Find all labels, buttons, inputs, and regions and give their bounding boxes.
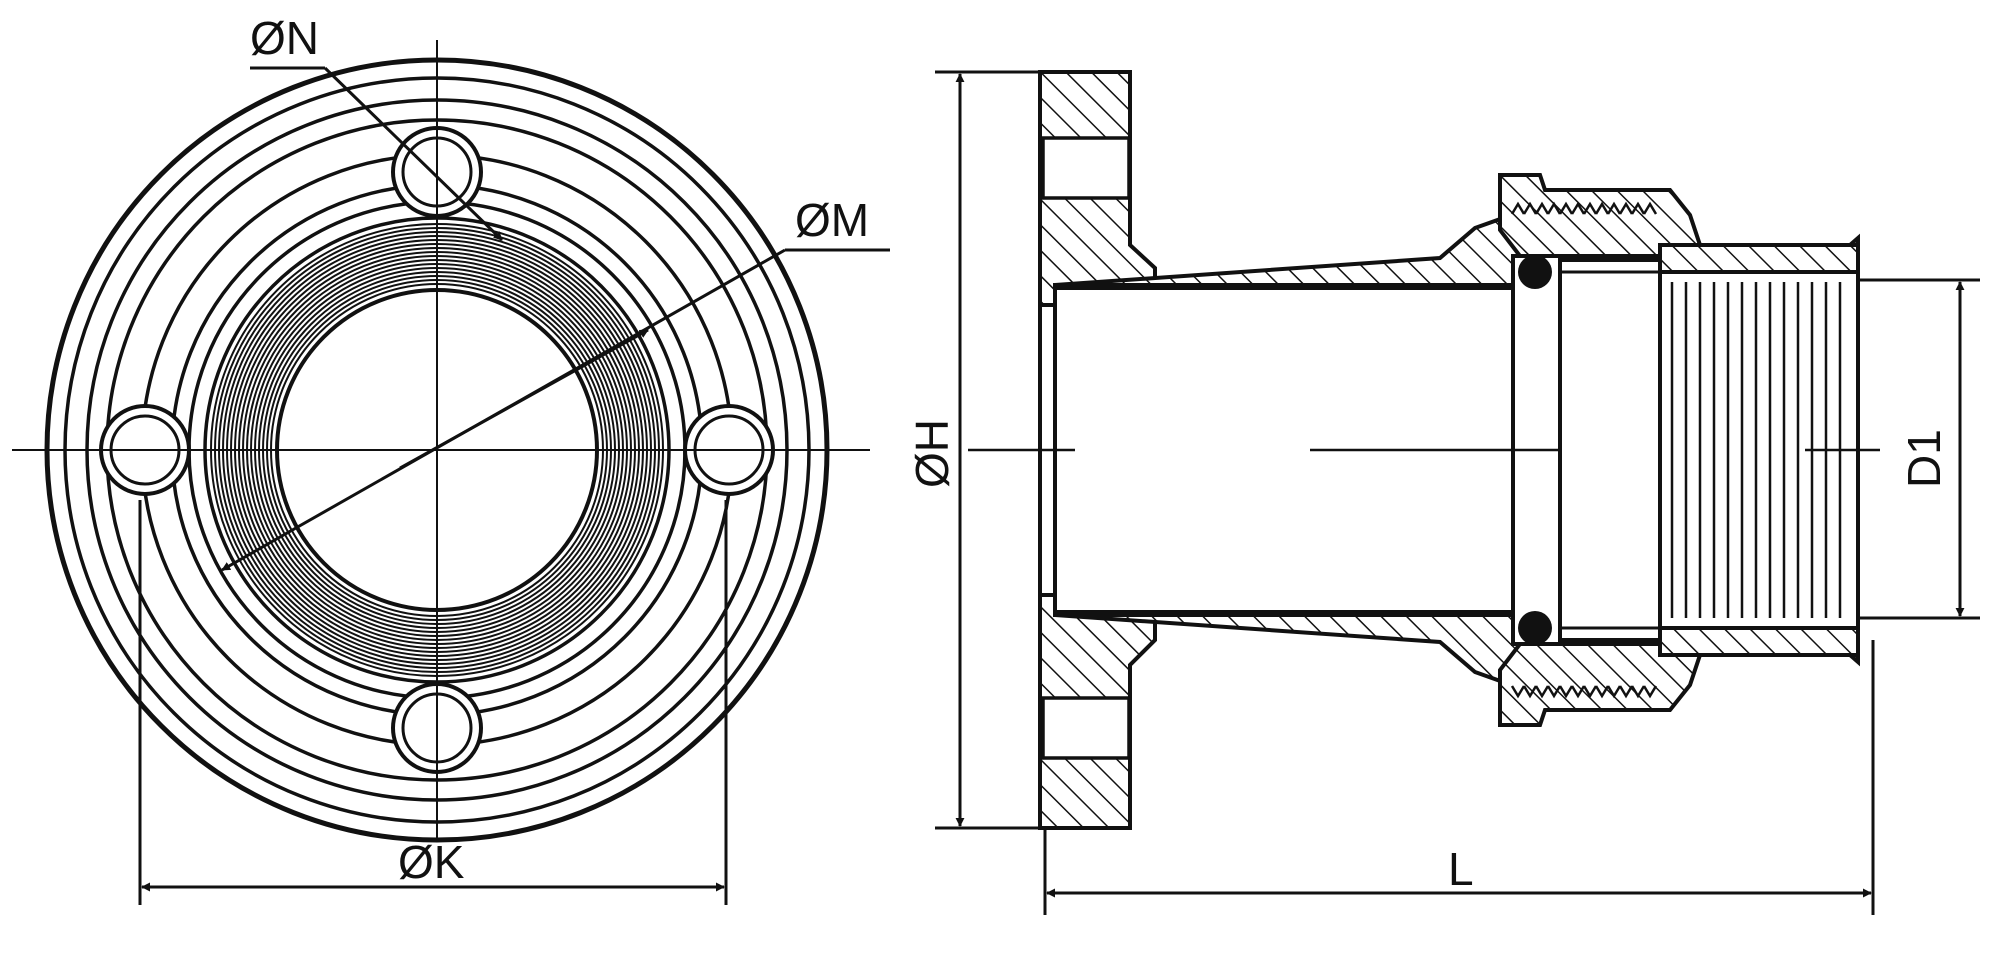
nut-tooth [1594,685,1610,699]
nut-tooth [1582,685,1598,699]
nut-tooth [1594,201,1610,215]
k-diameter-label: ØK [398,836,465,888]
nut-tooth [1558,685,1574,699]
nut-tooth [1558,201,1574,215]
nut-tooth [1582,201,1598,215]
front-view: ØN ØM ØK [12,12,890,905]
flange-bottom-bolt-slot [1041,696,1131,760]
nut-tooth [1642,201,1658,215]
nut-tooth [1618,685,1634,699]
nut-tooth [1522,201,1538,215]
nut-tooth [1534,685,1550,699]
d1-label: D1 [1898,429,1950,488]
section-view: ØH D1 L [906,70,1980,915]
n-diameter-label: ØN [250,12,319,64]
o-ring-bottom [1518,611,1552,645]
nut-tooth [1642,685,1658,699]
pipe-wall-top [1054,209,1522,287]
internal-thread [1670,282,1842,618]
length-label: L [1448,843,1474,895]
m-diameter-label: ØM [795,194,869,246]
nut-tooth [1522,685,1538,699]
spigot-tube [1558,258,1662,642]
flange-top-bolt-slot [1041,136,1131,200]
nut-tooth [1606,201,1622,215]
nut-tooth [1546,685,1562,699]
nut-tooth [1570,685,1586,699]
pipe-wall-bottom [1054,613,1522,691]
nut-tooth [1630,685,1646,699]
m-leader-arrow-2 [399,328,649,470]
nut-tooth [1570,201,1586,215]
nut-tooth [1606,685,1622,699]
nut-tooth [1630,201,1646,215]
nut-tooth [1618,201,1634,215]
n-leader-arrow [323,66,504,242]
o-ring-top [1518,255,1552,289]
h-diameter-label: ØH [906,419,958,488]
nut-tooth [1534,201,1550,215]
nut-thread-teeth [1510,201,1658,699]
nut-tooth [1546,201,1562,215]
nut-tooth [1510,685,1526,699]
nut-tooth [1510,201,1526,215]
